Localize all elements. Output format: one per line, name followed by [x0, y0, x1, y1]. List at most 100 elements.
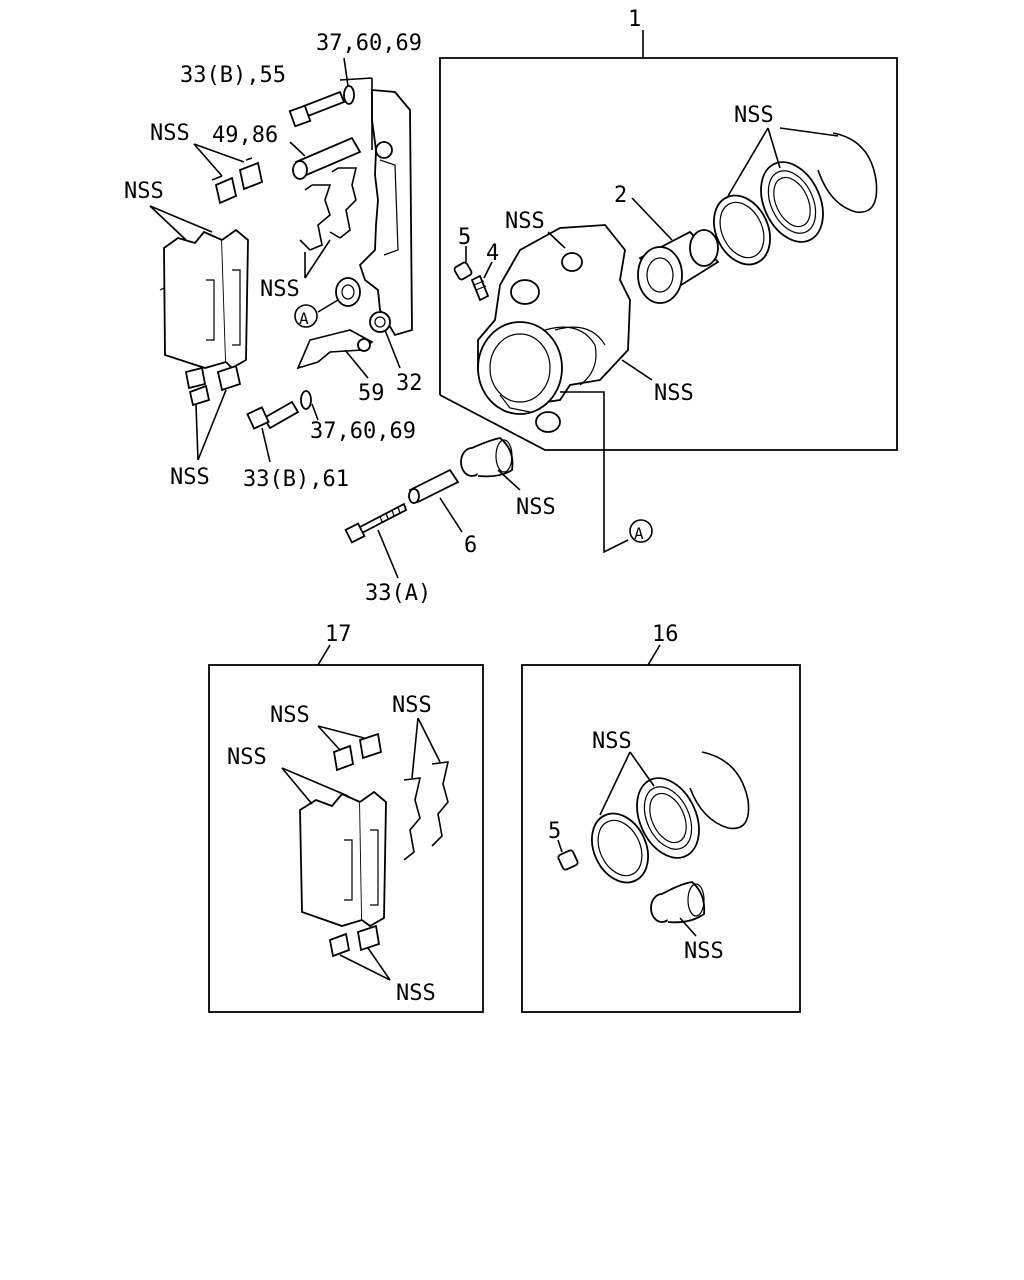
- label-nss16-seals: NSS: [592, 729, 632, 754]
- label-17: 17: [325, 622, 352, 647]
- bleeder-cap: [453, 261, 473, 281]
- assembly-1-frame: [439, 57, 898, 451]
- leader-nss16-boot: [679, 917, 697, 937]
- label-1: 1: [628, 7, 641, 32]
- reference-a-label-right: A: [634, 524, 644, 543]
- washer-37-60-69-upper: [343, 85, 355, 105]
- leader-16: [647, 644, 661, 666]
- leader-nss-pads-a: [149, 205, 187, 241]
- leader-nss-shims-a: [193, 143, 223, 177]
- bolt-33b-55: [288, 90, 346, 128]
- leader-376069-upper: [343, 57, 349, 87]
- label-376069-upper: 37,60,69: [316, 31, 422, 56]
- label-33b-55: 33(B),55: [180, 63, 286, 88]
- leader-nss17-shims-b: [317, 725, 365, 739]
- slide-pin-49-86: [292, 136, 362, 180]
- piston: [637, 229, 720, 304]
- leader-4986: [289, 141, 306, 157]
- leader-nss-bleeder: [547, 231, 566, 249]
- reference-a-label-left: A: [299, 309, 309, 328]
- kit16-snap-ring: [689, 751, 750, 830]
- guide-pin: [408, 468, 460, 504]
- caliper-body: [477, 224, 631, 433]
- leader-nss17-pads-a: [281, 767, 313, 805]
- leader-nss-caliper: [621, 359, 653, 381]
- leader-nss-lower-a: [195, 404, 199, 461]
- label-5: 5: [458, 225, 471, 250]
- leader-nss17-pads-b: [281, 767, 349, 797]
- leader-nss17-lower-a: [339, 954, 391, 981]
- pad-shims-lower: [184, 364, 242, 407]
- leader-bracket-top: [339, 77, 373, 81]
- assembly-1-group: 1 2: [439, 7, 898, 451]
- label-nss17-pads: NSS: [227, 745, 267, 770]
- label-32: 32: [396, 371, 423, 396]
- label-2: 2: [614, 183, 627, 208]
- leader-33a: [377, 529, 399, 579]
- kit17-shims-lower: [328, 924, 381, 958]
- anti-rattle-spring-59: [296, 329, 374, 370]
- label-nss-seals: NSS: [734, 103, 774, 128]
- kit17-clips: [403, 761, 450, 861]
- leader-nss-seal-a: [727, 127, 769, 197]
- reference-a-circle-right: [629, 519, 653, 543]
- label-4: 4: [486, 241, 499, 266]
- label-5-kit16: 5: [548, 819, 561, 844]
- leader-nss-clips-a: [304, 239, 331, 279]
- label-nss17-clips: NSS: [392, 693, 432, 718]
- guide-pin-boot: [460, 437, 514, 478]
- leader-nss-seal-b: [767, 127, 781, 169]
- leader-2: [631, 197, 673, 241]
- reference-a-circle-left: [294, 304, 318, 328]
- leader-376069-lower: [311, 403, 319, 421]
- bolt-33b-61: [246, 400, 300, 430]
- label-nss-bleeder: NSS: [505, 209, 545, 234]
- leader-32: [384, 329, 401, 369]
- kit-16-group: 16 NSS 5 NSS: [521, 622, 801, 1013]
- leader-nss17-clips-a: [411, 717, 419, 779]
- kit-16-frame: [521, 664, 801, 1013]
- pad-clip-right: [329, 167, 358, 239]
- leader-33b61: [261, 427, 271, 463]
- label-59: 59: [358, 381, 385, 406]
- label-4986: 49,86: [212, 123, 278, 148]
- leader-nss-shims-b: [193, 143, 245, 163]
- leader-nss16-seals-b: [629, 751, 655, 787]
- label-nss17-lower: NSS: [396, 981, 436, 1006]
- leader-nss-pads-b: [149, 205, 213, 233]
- label-nss-caliper: NSS: [654, 381, 694, 406]
- label-33a: 33(A): [365, 581, 431, 606]
- reference-a-leader-left: [317, 299, 339, 313]
- washer-37-60-69-lower: [300, 390, 312, 410]
- dust-boot-seal: [760, 161, 824, 243]
- brake-pads: [159, 228, 249, 370]
- leader-nss-seal-c: [779, 127, 839, 137]
- leader-nss17-clips-b: [417, 717, 441, 763]
- leader-17: [317, 644, 331, 666]
- label-376069-lower: 37,60,69: [310, 419, 416, 444]
- pad-shims-upper: [211, 157, 264, 205]
- leader-nss-boot: [497, 469, 521, 491]
- leader-4: [483, 261, 493, 279]
- label-nss-pin-clips: NSS: [260, 277, 300, 302]
- bushing-32: [335, 277, 361, 307]
- leader-nss17-shims-a: [317, 725, 341, 751]
- piston-seal: [713, 194, 771, 266]
- label-nss-pads: NSS: [124, 179, 164, 204]
- label-nss-lower: NSS: [170, 465, 210, 490]
- kit16-piston-seal: [591, 812, 649, 884]
- leader-5-kit16: [557, 839, 563, 853]
- label-6: 6: [464, 533, 477, 558]
- leader-6: [439, 497, 463, 533]
- label-33b-61: 33(B),61: [243, 467, 349, 492]
- kit17-shims-upper: [332, 732, 383, 772]
- reference-a-leader: [560, 391, 629, 554]
- kit-17-frame: [208, 664, 484, 1013]
- label-nss16-boot: NSS: [684, 939, 724, 964]
- label-nss17-shims: NSS: [270, 703, 310, 728]
- caliper-bracket: [358, 89, 413, 337]
- leader-59: [344, 349, 369, 379]
- leader-nss-lower-b: [197, 389, 227, 461]
- label-16: 16: [652, 622, 679, 647]
